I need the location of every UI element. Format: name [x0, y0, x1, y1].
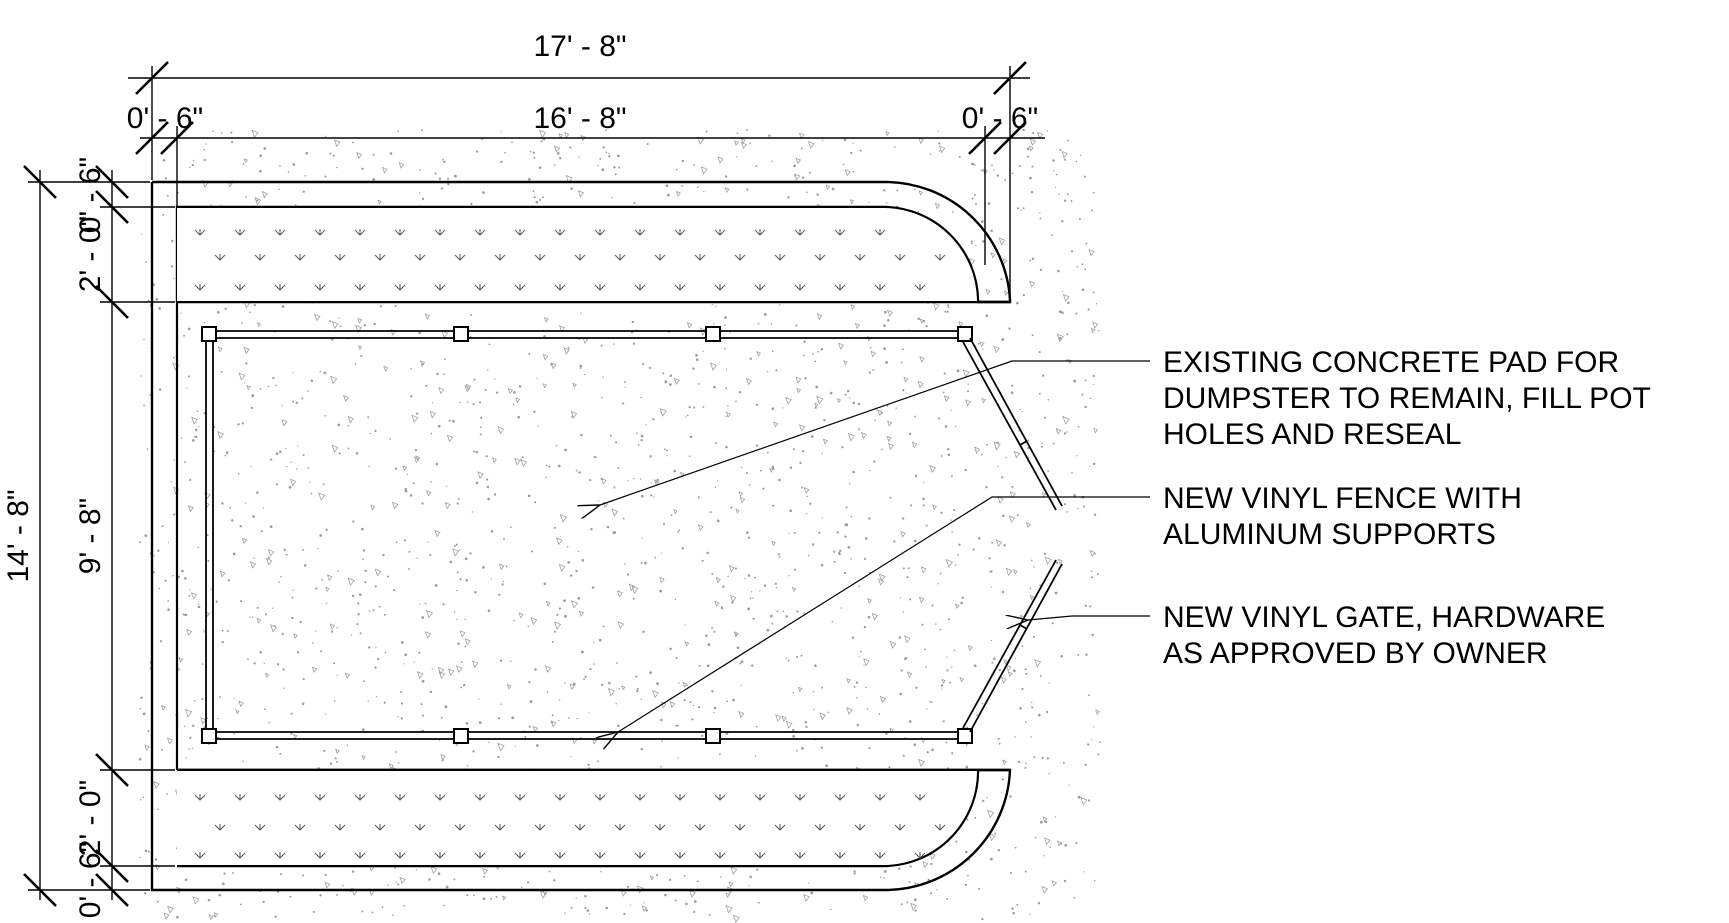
- fence-post: [705, 326, 721, 342]
- note-vinyl-gate: NEW VINYL GATE, HARDWARE AS APPROVED BY …: [1163, 601, 1605, 670]
- dim-right-curb: 0' - 6": [962, 102, 1038, 135]
- dim-overall-depth: 14' - 8": [2, 489, 35, 582]
- fence-post: [957, 326, 973, 342]
- fence-post: [453, 326, 469, 342]
- vertical-dimension-ticks: [23, 165, 129, 907]
- vinyl-gate: [962, 337, 1063, 733]
- dim-bottom-curb: 0' - 6": [74, 842, 107, 918]
- vinyl-fence: [205, 330, 965, 740]
- fence-post: [201, 728, 217, 744]
- note-line: NEW VINYL GATE, HARDWARE: [1163, 601, 1605, 634]
- leader-gate: [1028, 616, 1150, 620]
- note-concrete-pad: EXISTING CONCRETE PAD FOR DUMPSTER TO RE…: [1163, 346, 1651, 451]
- dim-left-curb: 0' - 6": [127, 102, 203, 135]
- dim-inner-depth: 9' - 8": [74, 498, 107, 574]
- note-line: ALUMINUM SUPPORTS: [1163, 518, 1496, 551]
- dim-top-curb: 0' - 6": [74, 157, 107, 233]
- dimension-ticks: [135, 61, 1027, 155]
- curb-outline-left: [150, 182, 1012, 892]
- fence-post: [453, 728, 469, 744]
- note-line: NEW VINYL FENCE WITH: [1163, 482, 1522, 515]
- dim-inner-width: 16' - 8": [533, 102, 626, 135]
- note-line: EXISTING CONCRETE PAD FOR: [1163, 346, 1619, 379]
- leader-lines: [600, 360, 1150, 732]
- dim-overall-width: 17' - 8": [533, 30, 626, 63]
- fence-posts: [201, 326, 973, 744]
- leader-pad: [600, 360, 1150, 505]
- fence-post: [957, 728, 973, 744]
- note-line: AS APPROVED BY OWNER: [1163, 637, 1548, 670]
- fence-post: [201, 326, 217, 342]
- landscape-island-hatch: [177, 208, 977, 865]
- dim-top-island: 2' - 0": [74, 216, 107, 292]
- fence-post: [705, 728, 721, 744]
- dim-bottom-island: 2' - 0": [74, 780, 107, 856]
- note-line: DUMPSTER TO REMAIN, FILL POT: [1163, 382, 1651, 415]
- note-line: HOLES AND RESEAL: [1163, 418, 1461, 451]
- note-vinyl-fence: NEW VINYL FENCE WITH ALUMINUM SUPPORTS: [1163, 482, 1522, 551]
- leader-fence: [618, 496, 1150, 732]
